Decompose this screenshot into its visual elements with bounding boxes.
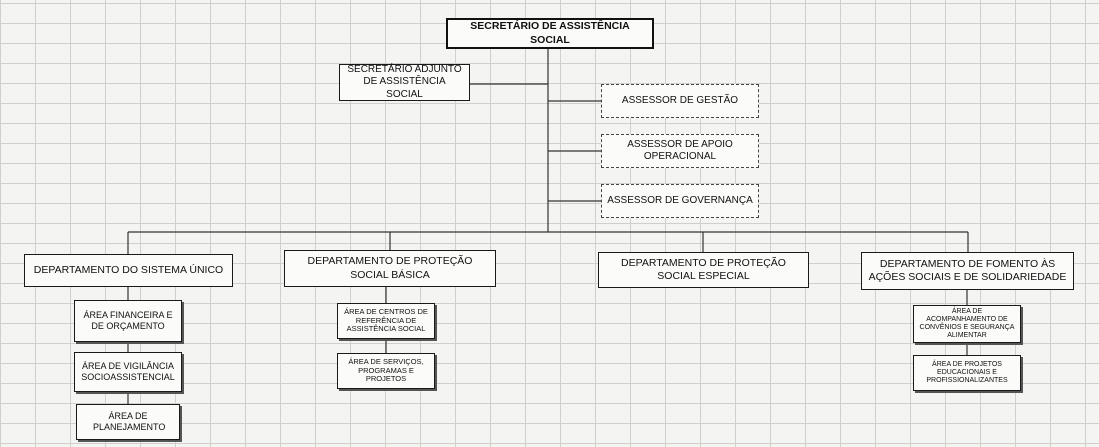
box-secretario-adjunto-label: SECRETÁRIO ADJUNTO DE ASSISTÊNCIA SOCIAL <box>347 63 462 100</box>
box-dept-protecao-basica-label: DEPARTAMENTO DE PROTEÇÃO SOCIAL BÁSICA <box>307 255 473 281</box>
box-area-vigilancia-label: ÁREA DE VIGILÂNCIA SOCIOASSISTENCIAL <box>81 360 175 382</box>
box-secretario: SECRETÁRIO DE ASSISTÊNCIA SOCIAL <box>446 18 654 49</box>
box-area-financeira-label: ÁREA FINANCEIRA E DE ORÇAMENTO <box>83 309 173 331</box>
box-area-servicos-programas: ÁREA DE SERVIÇOS, PROGRAMAS E PROJETOS <box>337 353 435 389</box>
box-area-centros-referencia-label: ÁREA DE CENTROS DE REFERÊNCIA DE ASSISTÊ… <box>344 307 428 334</box>
box-dept-sistema-unico: DEPARTAMENTO DO SISTEMA ÚNICO <box>24 254 233 287</box>
box-area-financeira: ÁREA FINANCEIRA E DE ORÇAMENTO <box>74 300 182 342</box>
box-secretario-label: SECRETÁRIO DE ASSISTÊNCIA SOCIAL <box>470 20 630 46</box>
box-dept-protecao-basica: DEPARTAMENTO DE PROTEÇÃO SOCIAL BÁSICA <box>284 250 496 287</box>
box-area-servicos-programas-label: ÁREA DE SERVIÇOS, PROGRAMAS E PROJETOS <box>348 357 424 384</box>
box-assessor-gestao: ASSESSOR DE GESTÃO <box>601 84 759 118</box>
box-assessor-gestao-label: ASSESSOR DE GESTÃO <box>621 94 739 106</box>
box-dept-protecao-especial: DEPARTAMENTO DE PROTEÇÃO SOCIAL ESPECIAL <box>598 252 809 288</box>
box-secretario-adjunto: SECRETÁRIO ADJUNTO DE ASSISTÊNCIA SOCIAL <box>339 64 470 101</box>
box-area-convenios: ÁREA DE ACOMPANHAMENTO DE CONVÊNIOS E SE… <box>913 305 1021 343</box>
box-assessor-apoio-label: ASSESSOR DE APOIO OPERACIONAL <box>627 138 733 163</box>
box-dept-protecao-especial-label: DEPARTAMENTO DE PROTEÇÃO SOCIAL ESPECIAL <box>621 256 786 282</box>
box-area-planejamento-label: ÁREA DE PLANEJAMENTO <box>93 410 166 432</box>
box-dept-fomento-label: DEPARTAMENTO DE FOMENTO ÀS AÇÕES SOCIAIS… <box>868 257 1067 283</box>
box-dept-fomento: DEPARTAMENTO DE FOMENTO ÀS AÇÕES SOCIAIS… <box>861 252 1074 290</box>
box-area-centros-referencia: ÁREA DE CENTROS DE REFERÊNCIA DE ASSISTÊ… <box>337 303 435 339</box>
box-area-convenios-label: ÁREA DE ACOMPANHAMENTO DE CONVÊNIOS E SE… <box>919 307 1015 340</box>
box-assessor-governanca: ASSESSOR DE GOVERNANÇA <box>601 184 759 218</box>
box-area-projetos-educacionais: ÁREA DE PROJETOS EDUCACIONAIS E PROFISSI… <box>913 355 1021 391</box>
box-assessor-apoio: ASSESSOR DE APOIO OPERACIONAL <box>601 134 759 168</box>
box-assessor-governanca-label: ASSESSOR DE GOVERNANÇA <box>607 194 753 206</box>
box-area-planejamento: ÁREA DE PLANEJAMENTO <box>76 404 180 440</box>
box-area-projetos-educacionais-label: ÁREA DE PROJETOS EDUCACIONAIS E PROFISSI… <box>926 360 1008 385</box>
box-area-vigilancia: ÁREA DE VIGILÂNCIA SOCIOASSISTENCIAL <box>74 352 182 392</box>
box-dept-sistema-unico-label: DEPARTAMENTO DO SISTEMA ÚNICO <box>33 263 224 276</box>
